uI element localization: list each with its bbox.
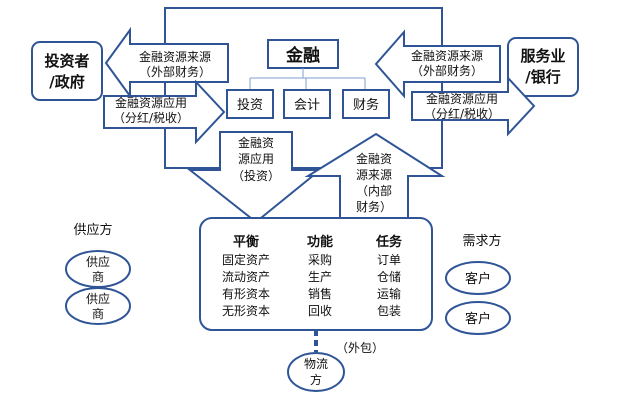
accounting-label: 会计 bbox=[294, 98, 320, 113]
supplier-1-line1: 供应 bbox=[86, 254, 110, 269]
logistics-oval bbox=[287, 352, 345, 392]
finance-title: 金融 bbox=[285, 45, 320, 66]
supplier-oval-2 bbox=[65, 287, 131, 325]
supplier-2-line1: 供应 bbox=[86, 291, 110, 306]
ops-balance-3: 有形资本 bbox=[222, 287, 270, 301]
up-source-line3: （内部 bbox=[356, 183, 392, 198]
demand-label: 需求方 bbox=[462, 233, 501, 249]
down-use-arrow bbox=[187, 131, 323, 224]
ops-balance-1: 固定资产 bbox=[222, 252, 270, 267]
supplier-label: 供应方 bbox=[73, 222, 112, 238]
supplier-1-line2: 商 bbox=[92, 269, 104, 284]
down-use-line2: 源应用 bbox=[238, 151, 274, 166]
ops-function-2: 生产 bbox=[308, 270, 332, 284]
left-use-arrow bbox=[103, 79, 226, 145]
ops-task-3: 运输 bbox=[377, 286, 401, 301]
logistics-line1: 物流 bbox=[304, 357, 328, 371]
ops-balance-4: 无形资本 bbox=[222, 304, 270, 318]
accounting-box bbox=[283, 89, 331, 119]
left-use-line2: （分红/税收） bbox=[113, 110, 189, 125]
ops-header-tasks: 任务 bbox=[375, 234, 403, 250]
ops-balance-2: 流动资产 bbox=[222, 270, 270, 284]
logistics-line2: 方 bbox=[310, 372, 322, 387]
invest-box bbox=[226, 89, 274, 119]
customer-1-label: 客户 bbox=[465, 271, 491, 287]
customer-oval-1 bbox=[445, 261, 511, 295]
service-box bbox=[507, 37, 579, 97]
ops-function-3: 销售 bbox=[308, 286, 332, 301]
service-line1: 服务业 bbox=[520, 47, 565, 65]
ops-task-4: 包装 bbox=[377, 304, 401, 318]
left-source-arrow bbox=[104, 26, 229, 100]
left-source-line2: （外部财务） bbox=[139, 64, 211, 79]
treasury-label: 财务 bbox=[353, 97, 379, 113]
up-source-line1: 金融资 bbox=[356, 151, 392, 166]
ops-function-4: 回收 bbox=[308, 304, 332, 318]
right-source-line1: 金融资源来源 bbox=[411, 48, 483, 63]
down-use-line3: （投资） bbox=[232, 168, 280, 183]
logistics-note: （外包） bbox=[336, 341, 384, 355]
ops-header-functions: 功能 bbox=[307, 234, 333, 250]
ops-task-1: 订单 bbox=[377, 253, 401, 267]
ops-task-2: 仓储 bbox=[377, 269, 401, 284]
up-source-line2: 源来源 bbox=[356, 168, 392, 182]
right-use-arrow bbox=[411, 75, 536, 137]
left-use-line1: 金融资源应用 bbox=[115, 95, 187, 110]
investor-box bbox=[31, 41, 103, 101]
right-use-line1: 金融资源应用 bbox=[426, 91, 498, 106]
left-source-line1: 金融资源来源 bbox=[139, 49, 211, 64]
up-source-line4: 财务） bbox=[356, 199, 392, 214]
ops-function-1: 采购 bbox=[308, 252, 332, 267]
down-use-line1: 金融资 bbox=[238, 135, 274, 150]
finance-connectors bbox=[249, 68, 366, 90]
invest-label: 投资 bbox=[237, 97, 263, 113]
investor-line2: /政府 bbox=[49, 73, 84, 91]
right-source-arrow bbox=[374, 29, 501, 99]
treasury-box bbox=[342, 89, 390, 119]
investor-line1: 投资者 bbox=[44, 52, 89, 70]
right-use-line2: （分红/税收） bbox=[424, 106, 500, 121]
supplier-2-line2: 商 bbox=[92, 306, 104, 321]
customer-oval-2 bbox=[445, 301, 511, 335]
customer-2-label: 客户 bbox=[465, 311, 491, 327]
service-line2: /银行 bbox=[525, 68, 560, 86]
right-source-line2: （外部财务） bbox=[411, 63, 483, 78]
ops-header-balance: 平衡 bbox=[233, 234, 259, 250]
